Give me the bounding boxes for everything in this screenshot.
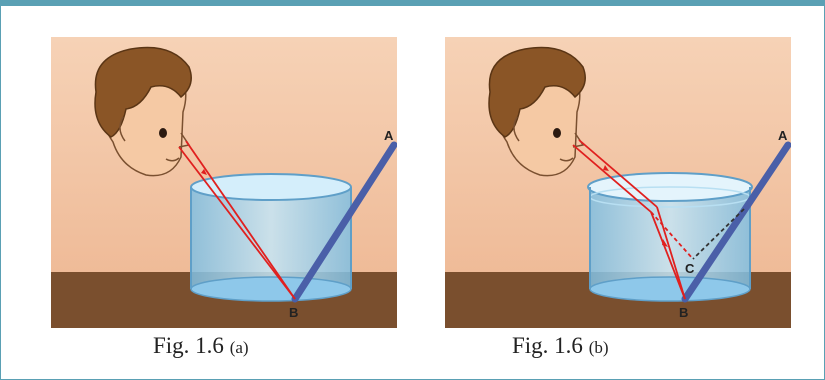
- caption-b: Fig. 1.6 (b): [512, 333, 609, 359]
- caption-a-sub: (a): [230, 338, 249, 357]
- caption-b-sub: (b): [589, 338, 609, 357]
- label-c: C: [685, 261, 695, 276]
- label-b: B: [289, 305, 298, 320]
- caption-a-main: Fig. 1.6: [153, 333, 224, 358]
- label-a: A: [778, 128, 788, 143]
- caption-b-main: Fig. 1.6: [512, 333, 583, 358]
- figure-panel-a: A B: [51, 37, 397, 328]
- caption-a: Fig. 1.6 (a): [153, 333, 249, 359]
- label-b: B: [679, 305, 688, 320]
- figure-panel-b: A B C: [445, 37, 791, 328]
- label-a: A: [384, 128, 394, 143]
